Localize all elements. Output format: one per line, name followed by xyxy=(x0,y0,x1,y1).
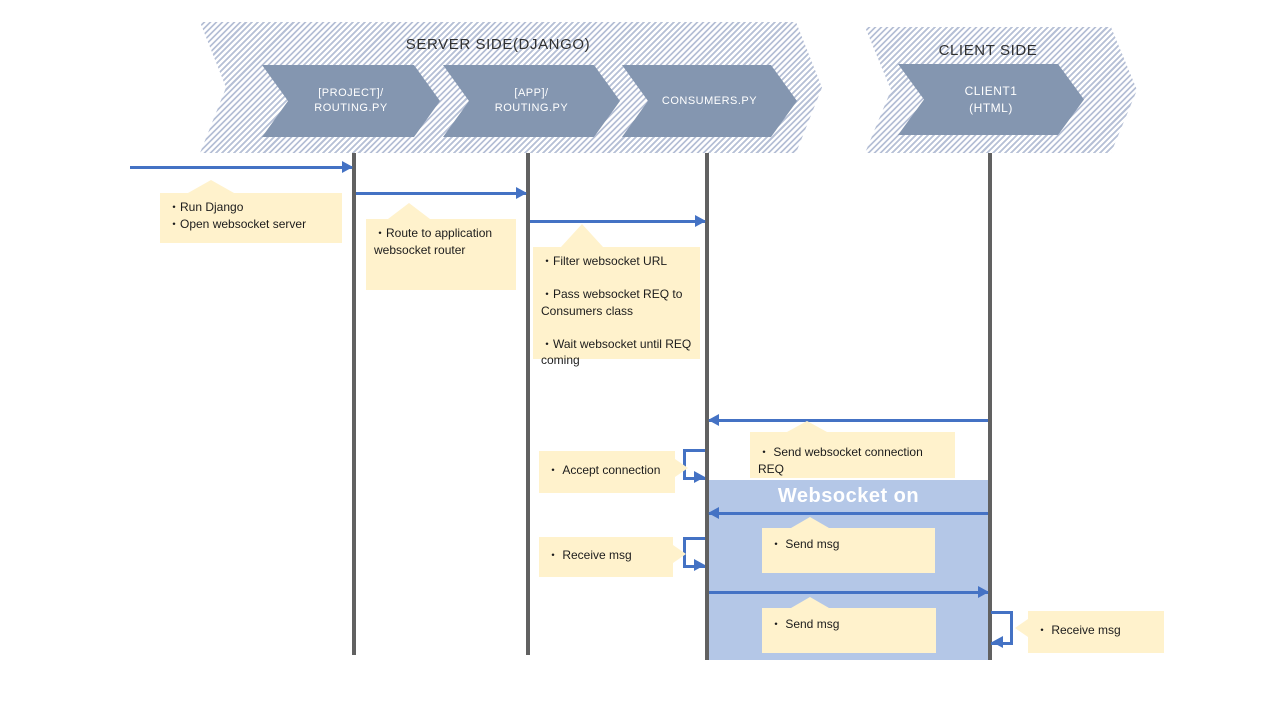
loop-client-arrowhead-icon xyxy=(992,636,1003,648)
arrowhead-icon xyxy=(342,161,353,173)
note-send-msg-1: ・ Send msg xyxy=(762,517,935,573)
arrow-open-server xyxy=(130,161,353,173)
chevron-project-routing-label: [PROJECT]/ ROUTING.PY xyxy=(314,87,388,114)
chevron-consumers: CONSUMERS.PY xyxy=(622,65,797,137)
note-route-to-application: ・Route to application websocket router xyxy=(366,203,516,290)
lifeline-project-routing xyxy=(352,153,356,655)
chevron-project-routing: [PROJECT]/ ROUTING.PY xyxy=(262,65,440,137)
note-send-msg-2: ・ Send msg xyxy=(762,597,936,653)
chevron-client1-label: CLIENT1 (HTML) xyxy=(964,84,1018,115)
note-send-msg-1-text: ・ Send msg xyxy=(770,537,840,551)
arrowhead-icon xyxy=(695,215,706,227)
note-pointer-right xyxy=(675,459,688,477)
note-pointer-right xyxy=(673,545,686,563)
note-filter-websocket-url-text: ・Filter websocket URL ・Pass websocket RE… xyxy=(541,254,692,368)
note-receive-msg-client-text: ・ Receive msg xyxy=(1036,623,1121,637)
note-pointer-up xyxy=(791,597,829,608)
note-run-django: ・Run Django ・Open websocket server xyxy=(160,180,342,243)
arrowhead-icon xyxy=(978,586,989,598)
note-pointer-up xyxy=(388,203,430,219)
note-pointer-up xyxy=(561,224,603,247)
note-run-django-text: ・Run Django ・Open websocket server xyxy=(168,200,307,231)
chevron-app-routing: [APP]/ ROUTING.PY xyxy=(443,65,620,137)
lifeline-app-routing xyxy=(526,153,530,655)
arrow-websocket-connection-req xyxy=(708,414,988,426)
arrow-pass-req-to-consumers xyxy=(530,215,706,227)
server-side-title: SERVER SIDE(DJANGO) xyxy=(405,36,591,53)
chevron-consumers-label: CONSUMERS.PY xyxy=(661,94,758,107)
note-route-to-application-text: ・Route to application websocket router xyxy=(374,226,493,257)
loop-accept-arrowhead-icon xyxy=(694,471,705,483)
arrow-route-to-app-router xyxy=(356,187,527,199)
websocket-on-label: Websocket on xyxy=(777,485,920,507)
lifeline-consumers xyxy=(705,153,709,660)
note-send-connection-req: ・ Send websocket connection REQ xyxy=(750,421,955,478)
note-send-msg-2-text: ・ Send msg xyxy=(770,617,840,631)
note-send-connection-req-text: ・ Send websocket connection REQ xyxy=(758,445,923,476)
arrow-websocket-accepted xyxy=(708,507,988,519)
note-filter-websocket-url: ・Filter websocket URL ・Pass websocket RE… xyxy=(533,224,700,367)
note-accept-connection: ・ Accept connection xyxy=(539,451,688,493)
chevron-app-routing-label: [APP]/ ROUTING.PY xyxy=(494,87,569,114)
note-pointer-up xyxy=(188,180,234,193)
chevron-client1: CLIENT1 (HTML) xyxy=(898,64,1084,135)
arrow-send-msg-to-client xyxy=(709,586,989,598)
arrowhead-icon xyxy=(708,414,719,426)
note-receive-msg-client: ・ Receive msg xyxy=(1015,611,1164,653)
note-receive-msg-server: ・ Receive msg xyxy=(539,537,686,577)
lifeline-client xyxy=(988,153,992,660)
note-accept-connection-text: ・ Accept connection xyxy=(547,463,661,477)
loop-receive-arrowhead-icon xyxy=(694,559,705,571)
client-side-title: CLIENT SIDE xyxy=(938,42,1038,59)
note-receive-msg-server-text: ・ Receive msg xyxy=(547,548,632,562)
note-pointer-up xyxy=(791,517,829,528)
arrowhead-icon xyxy=(516,187,527,199)
note-pointer-left xyxy=(1015,619,1028,637)
arrowhead-icon xyxy=(708,507,719,519)
note-pointer-up xyxy=(787,421,827,432)
